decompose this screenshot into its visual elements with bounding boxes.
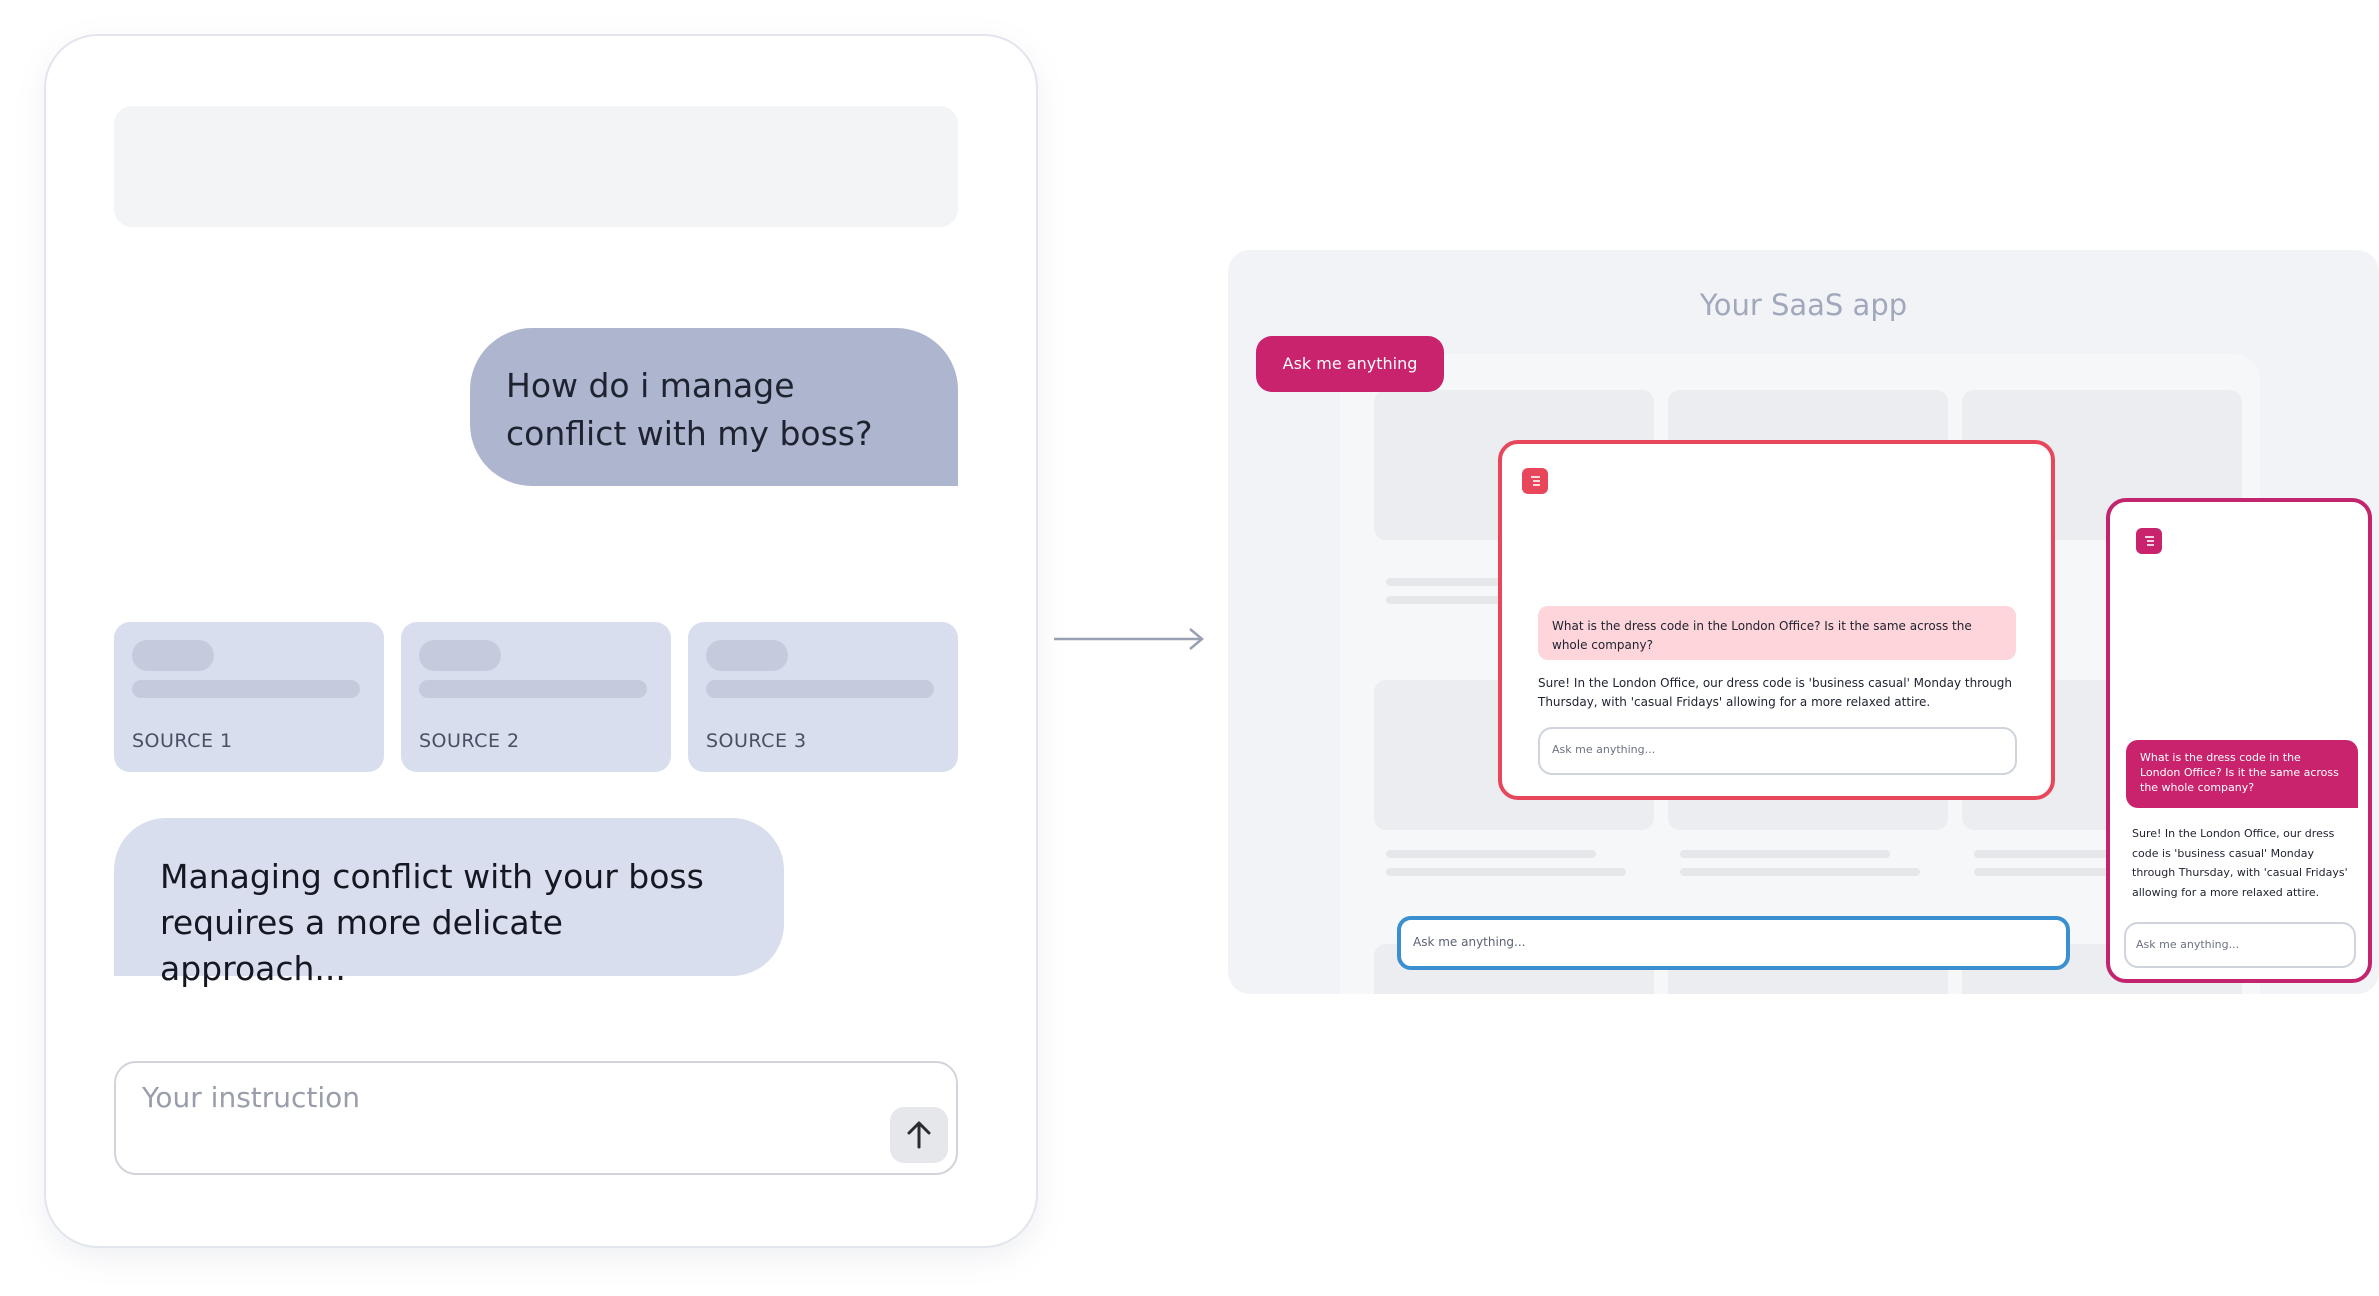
source-skeleton-pill bbox=[419, 640, 501, 671]
source-card-1[interactable]: SOURCE 1 bbox=[114, 622, 384, 772]
skeleton-line bbox=[1680, 850, 1890, 858]
skeleton-line bbox=[1974, 868, 2214, 876]
mobile-widget-input[interactable]: Ask me anything... bbox=[2124, 922, 2356, 968]
saas-app-title: Your SaaS app bbox=[1699, 288, 1908, 322]
source-skeleton-pill bbox=[132, 640, 214, 671]
source-skeleton-line bbox=[132, 680, 360, 698]
answer-text: Sure! In the London Office, our dress co… bbox=[1538, 676, 2013, 709]
question-bubble: What is the dress code in the London Off… bbox=[2126, 740, 2358, 808]
send-button[interactable] bbox=[890, 1107, 948, 1163]
skeleton-line bbox=[1386, 850, 1596, 858]
mobile-chat-widget: What is the dress code in the London Off… bbox=[2106, 498, 2372, 983]
instruction-input[interactable]: Your instruction bbox=[114, 1061, 958, 1175]
chat-menu-icon[interactable] bbox=[2136, 528, 2162, 554]
question-bubble: What is the dress code in the London Off… bbox=[1538, 606, 2016, 660]
input-placeholder: Ask me anything... bbox=[1552, 743, 1656, 756]
ask-me-anything-launcher[interactable]: Ask me anything bbox=[1256, 336, 1444, 392]
desktop-chat-widget: What is the dress code in the London Off… bbox=[1498, 440, 2055, 800]
source-skeleton-line bbox=[419, 680, 647, 698]
source-card-2[interactable]: SOURCE 2 bbox=[401, 622, 671, 772]
user-message-bubble: How do i manage conflict with my boss? bbox=[470, 328, 958, 486]
skeleton-line bbox=[1386, 868, 1626, 876]
source-label: SOURCE 2 bbox=[419, 730, 520, 752]
arrow-right-icon bbox=[1054, 628, 1204, 650]
source-skeleton-pill bbox=[706, 640, 788, 671]
source-label: SOURCE 1 bbox=[132, 730, 233, 752]
arrow-up-icon bbox=[907, 1121, 931, 1149]
source-card-3[interactable]: SOURCE 3 bbox=[688, 622, 958, 772]
inline-search-input[interactable]: Ask me anything... bbox=[1397, 916, 2070, 970]
assistant-message-text: Managing conflict with your boss require… bbox=[160, 857, 704, 988]
assistant-message-bubble: Managing conflict with your boss require… bbox=[114, 818, 784, 988]
input-placeholder: Ask me anything... bbox=[1413, 935, 1526, 949]
source-label: SOURCE 3 bbox=[706, 730, 807, 752]
answer-text: Sure! In the London Office, our dress co… bbox=[2132, 827, 2348, 899]
source-skeleton-line bbox=[706, 680, 934, 698]
skeleton-line bbox=[1680, 868, 1920, 876]
skeleton-line bbox=[1974, 850, 2184, 858]
chat-menu-icon[interactable] bbox=[1522, 468, 1548, 494]
instruction-placeholder: Your instruction bbox=[142, 1081, 361, 1114]
input-placeholder: Ask me anything... bbox=[2136, 938, 2240, 951]
question-text: What is the dress code in the London Off… bbox=[1552, 619, 1972, 652]
desktop-widget-input[interactable]: Ask me anything... bbox=[1538, 727, 2017, 775]
question-text: What is the dress code in the London Off… bbox=[2140, 751, 2339, 794]
skeleton-line bbox=[1386, 578, 1596, 586]
header-placeholder bbox=[114, 106, 958, 227]
user-message-text: How do i manage conflict with my boss? bbox=[506, 366, 873, 453]
